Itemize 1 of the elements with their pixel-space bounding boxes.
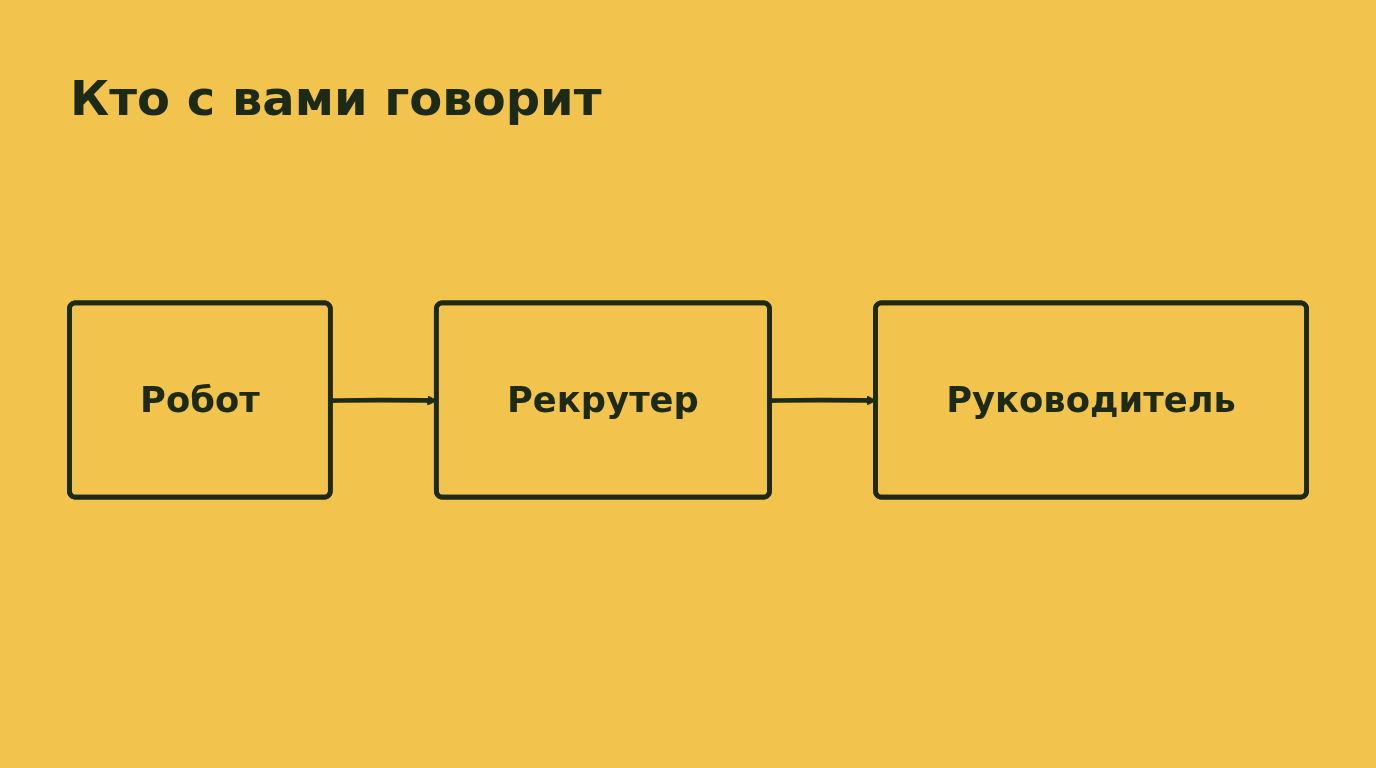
diagram-title: Кто с вами говорит — [70, 70, 602, 126]
